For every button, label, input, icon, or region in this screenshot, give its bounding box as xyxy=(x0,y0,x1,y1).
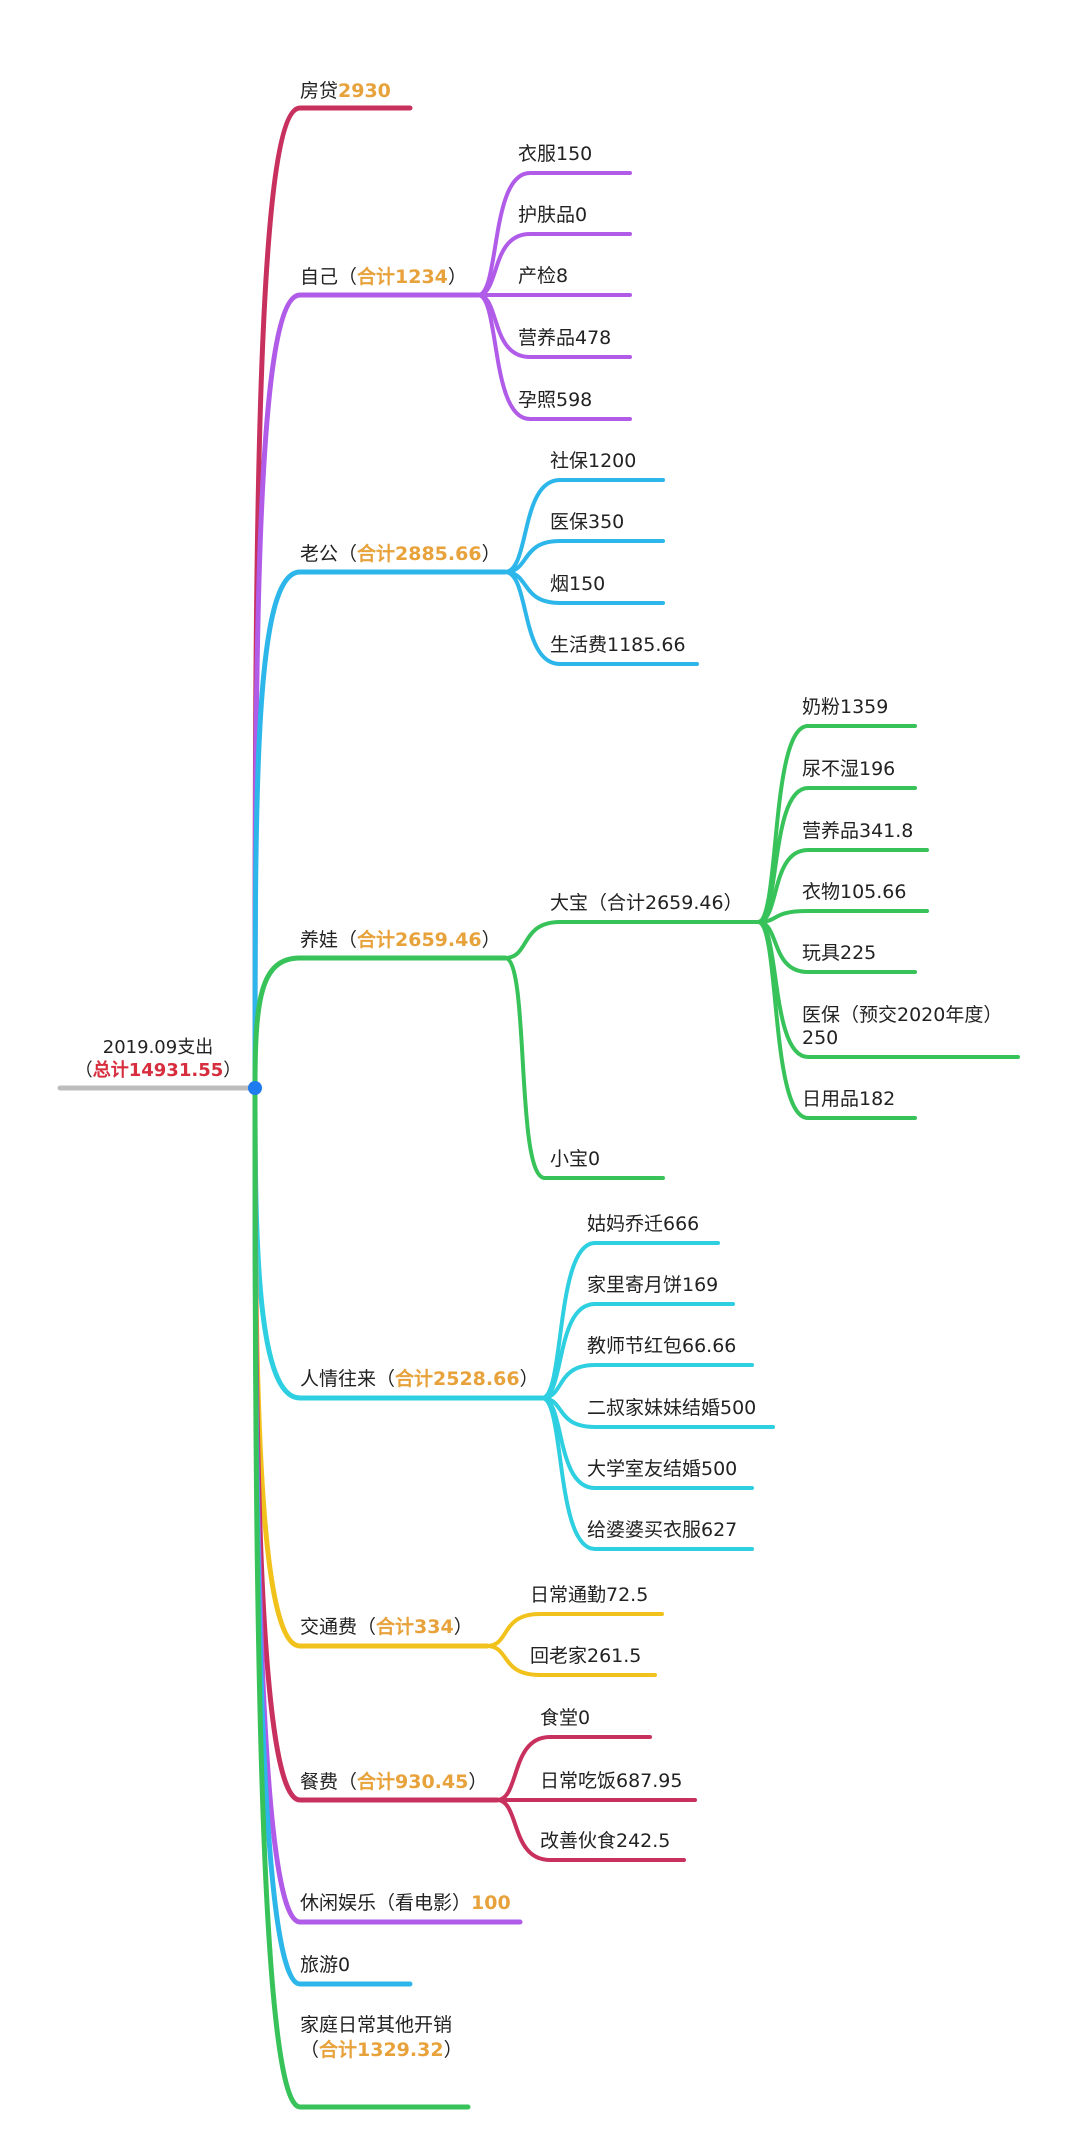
transport-item[interactable]: 回老家261.5 xyxy=(530,1645,641,1667)
baby-subconnectors xyxy=(503,920,760,1180)
connector-self-item xyxy=(476,293,632,421)
connector-husband-item xyxy=(503,570,699,666)
branch-mortgage-label[interactable]: 房贷2930 xyxy=(300,80,391,102)
dabao-item[interactable]: 奶粉1359 xyxy=(802,696,888,718)
social-item[interactable]: 大学室友结婚500 xyxy=(587,1458,737,1480)
husband-subconnectors xyxy=(503,478,699,666)
branch-baby-label[interactable]: 养娃（合计2659.46） xyxy=(300,928,501,951)
food-item[interactable]: 改善伙食242.5 xyxy=(540,1830,670,1852)
self-item[interactable]: 护肤品0 xyxy=(518,204,587,226)
food-subconnectors xyxy=(495,1735,697,1862)
social-subconnectors xyxy=(540,1241,775,1551)
husband-item[interactable]: 社保1200 xyxy=(550,450,636,472)
branch-self-label[interactable]: 自己（合计1234） xyxy=(300,265,467,288)
connector-husband-item xyxy=(503,478,665,574)
connector-food-item xyxy=(495,1798,686,1862)
connector-self-item xyxy=(476,171,632,297)
dabao-item[interactable]: 玩具225 xyxy=(802,942,876,964)
social-item[interactable]: 二叔家妹妹结婚500 xyxy=(587,1397,756,1419)
connector-dabao-item xyxy=(756,848,929,924)
food-item[interactable]: 日常吃饭687.95 xyxy=(540,1770,682,1792)
husband-item[interactable]: 烟150 xyxy=(550,573,605,595)
connector-baby-dabao xyxy=(503,920,760,960)
transport-item[interactable]: 日常通勤72.5 xyxy=(530,1584,648,1606)
self-subconnectors xyxy=(476,171,632,421)
level1-connectors xyxy=(252,105,545,2110)
branch-household-amount: （合计1329.32） xyxy=(300,2038,463,2061)
husband-item[interactable]: 医保350 xyxy=(550,511,624,533)
social-item[interactable]: 姑妈乔迁666 xyxy=(587,1213,699,1235)
connector-social xyxy=(252,1087,545,1401)
dabao-subconnectors xyxy=(756,724,1020,1120)
connector-self xyxy=(252,292,481,1093)
dabao-item[interactable]: 250 xyxy=(802,1027,838,1049)
connector-dabao-item xyxy=(756,920,917,1120)
branch-travel-label[interactable]: 旅游0 xyxy=(300,1954,350,1976)
root-title: 2019.09支出 xyxy=(103,1037,213,1058)
branch-household-label[interactable]: 家庭日常其他开销 xyxy=(300,2014,452,2036)
branch-leisure-label[interactable]: 休闲娱乐（看电影）100 xyxy=(300,1892,511,1914)
self-item[interactable]: 孕照598 xyxy=(518,389,592,411)
connector-food xyxy=(252,1087,500,1803)
connector-social-item xyxy=(540,1396,754,1551)
branch-husband-label[interactable]: 老公（合计2885.66） xyxy=(300,542,501,565)
root-total: （总计14931.55） xyxy=(75,1059,242,1081)
connector-social-item xyxy=(540,1363,754,1400)
baby-child-dabao[interactable]: 大宝（合计2659.46） xyxy=(550,892,743,914)
connector-household xyxy=(252,1087,471,2110)
branch-social-label[interactable]: 人情往来（合计2528.66） xyxy=(300,1367,539,1390)
transport-subconnectors xyxy=(485,1612,664,1677)
connector-husband-item xyxy=(503,539,665,574)
connector-transport-item xyxy=(485,1644,657,1677)
dabao-item[interactable]: 营养品341.8 xyxy=(802,820,913,842)
social-item[interactable]: 家里寄月饼169 xyxy=(587,1274,718,1296)
connector-baby xyxy=(252,955,508,1093)
connector-dabao-item xyxy=(756,920,1020,1059)
social-item[interactable]: 教师节红包66.66 xyxy=(587,1335,736,1357)
self-item[interactable]: 衣服150 xyxy=(518,143,592,165)
connector-social-item xyxy=(540,1302,735,1400)
self-item[interactable]: 产检8 xyxy=(518,265,568,287)
connector-food-item xyxy=(495,1735,652,1802)
food-item[interactable]: 食堂0 xyxy=(540,1707,590,1729)
social-item[interactable]: 给婆婆买衣服627 xyxy=(587,1519,737,1541)
connector-travel xyxy=(252,1087,413,1987)
dabao-item[interactable]: 衣物105.66 xyxy=(802,881,906,903)
connector-transport-item xyxy=(485,1612,664,1648)
connector-baby-xiaobao xyxy=(503,956,665,1180)
self-item[interactable]: 营养品478 xyxy=(518,327,611,349)
dabao-item[interactable]: 尿不湿196 xyxy=(802,758,895,780)
connector-husband xyxy=(252,569,508,1093)
branch-food-label[interactable]: 餐费（合计930.45） xyxy=(300,1770,487,1793)
branch-transport-label[interactable]: 交通费（合计334） xyxy=(300,1615,473,1638)
husband-item[interactable]: 生活费1185.66 xyxy=(550,634,686,656)
baby-child-xiaobao[interactable]: 小宝0 xyxy=(550,1148,600,1170)
connector-dabao-item xyxy=(756,909,929,924)
connector-self-item xyxy=(476,232,632,297)
root-node-dot[interactable] xyxy=(248,1081,262,1095)
dabao-item[interactable]: 医保（预交2020年度） xyxy=(802,1004,1002,1026)
dabao-item[interactable]: 日用品182 xyxy=(802,1088,895,1110)
